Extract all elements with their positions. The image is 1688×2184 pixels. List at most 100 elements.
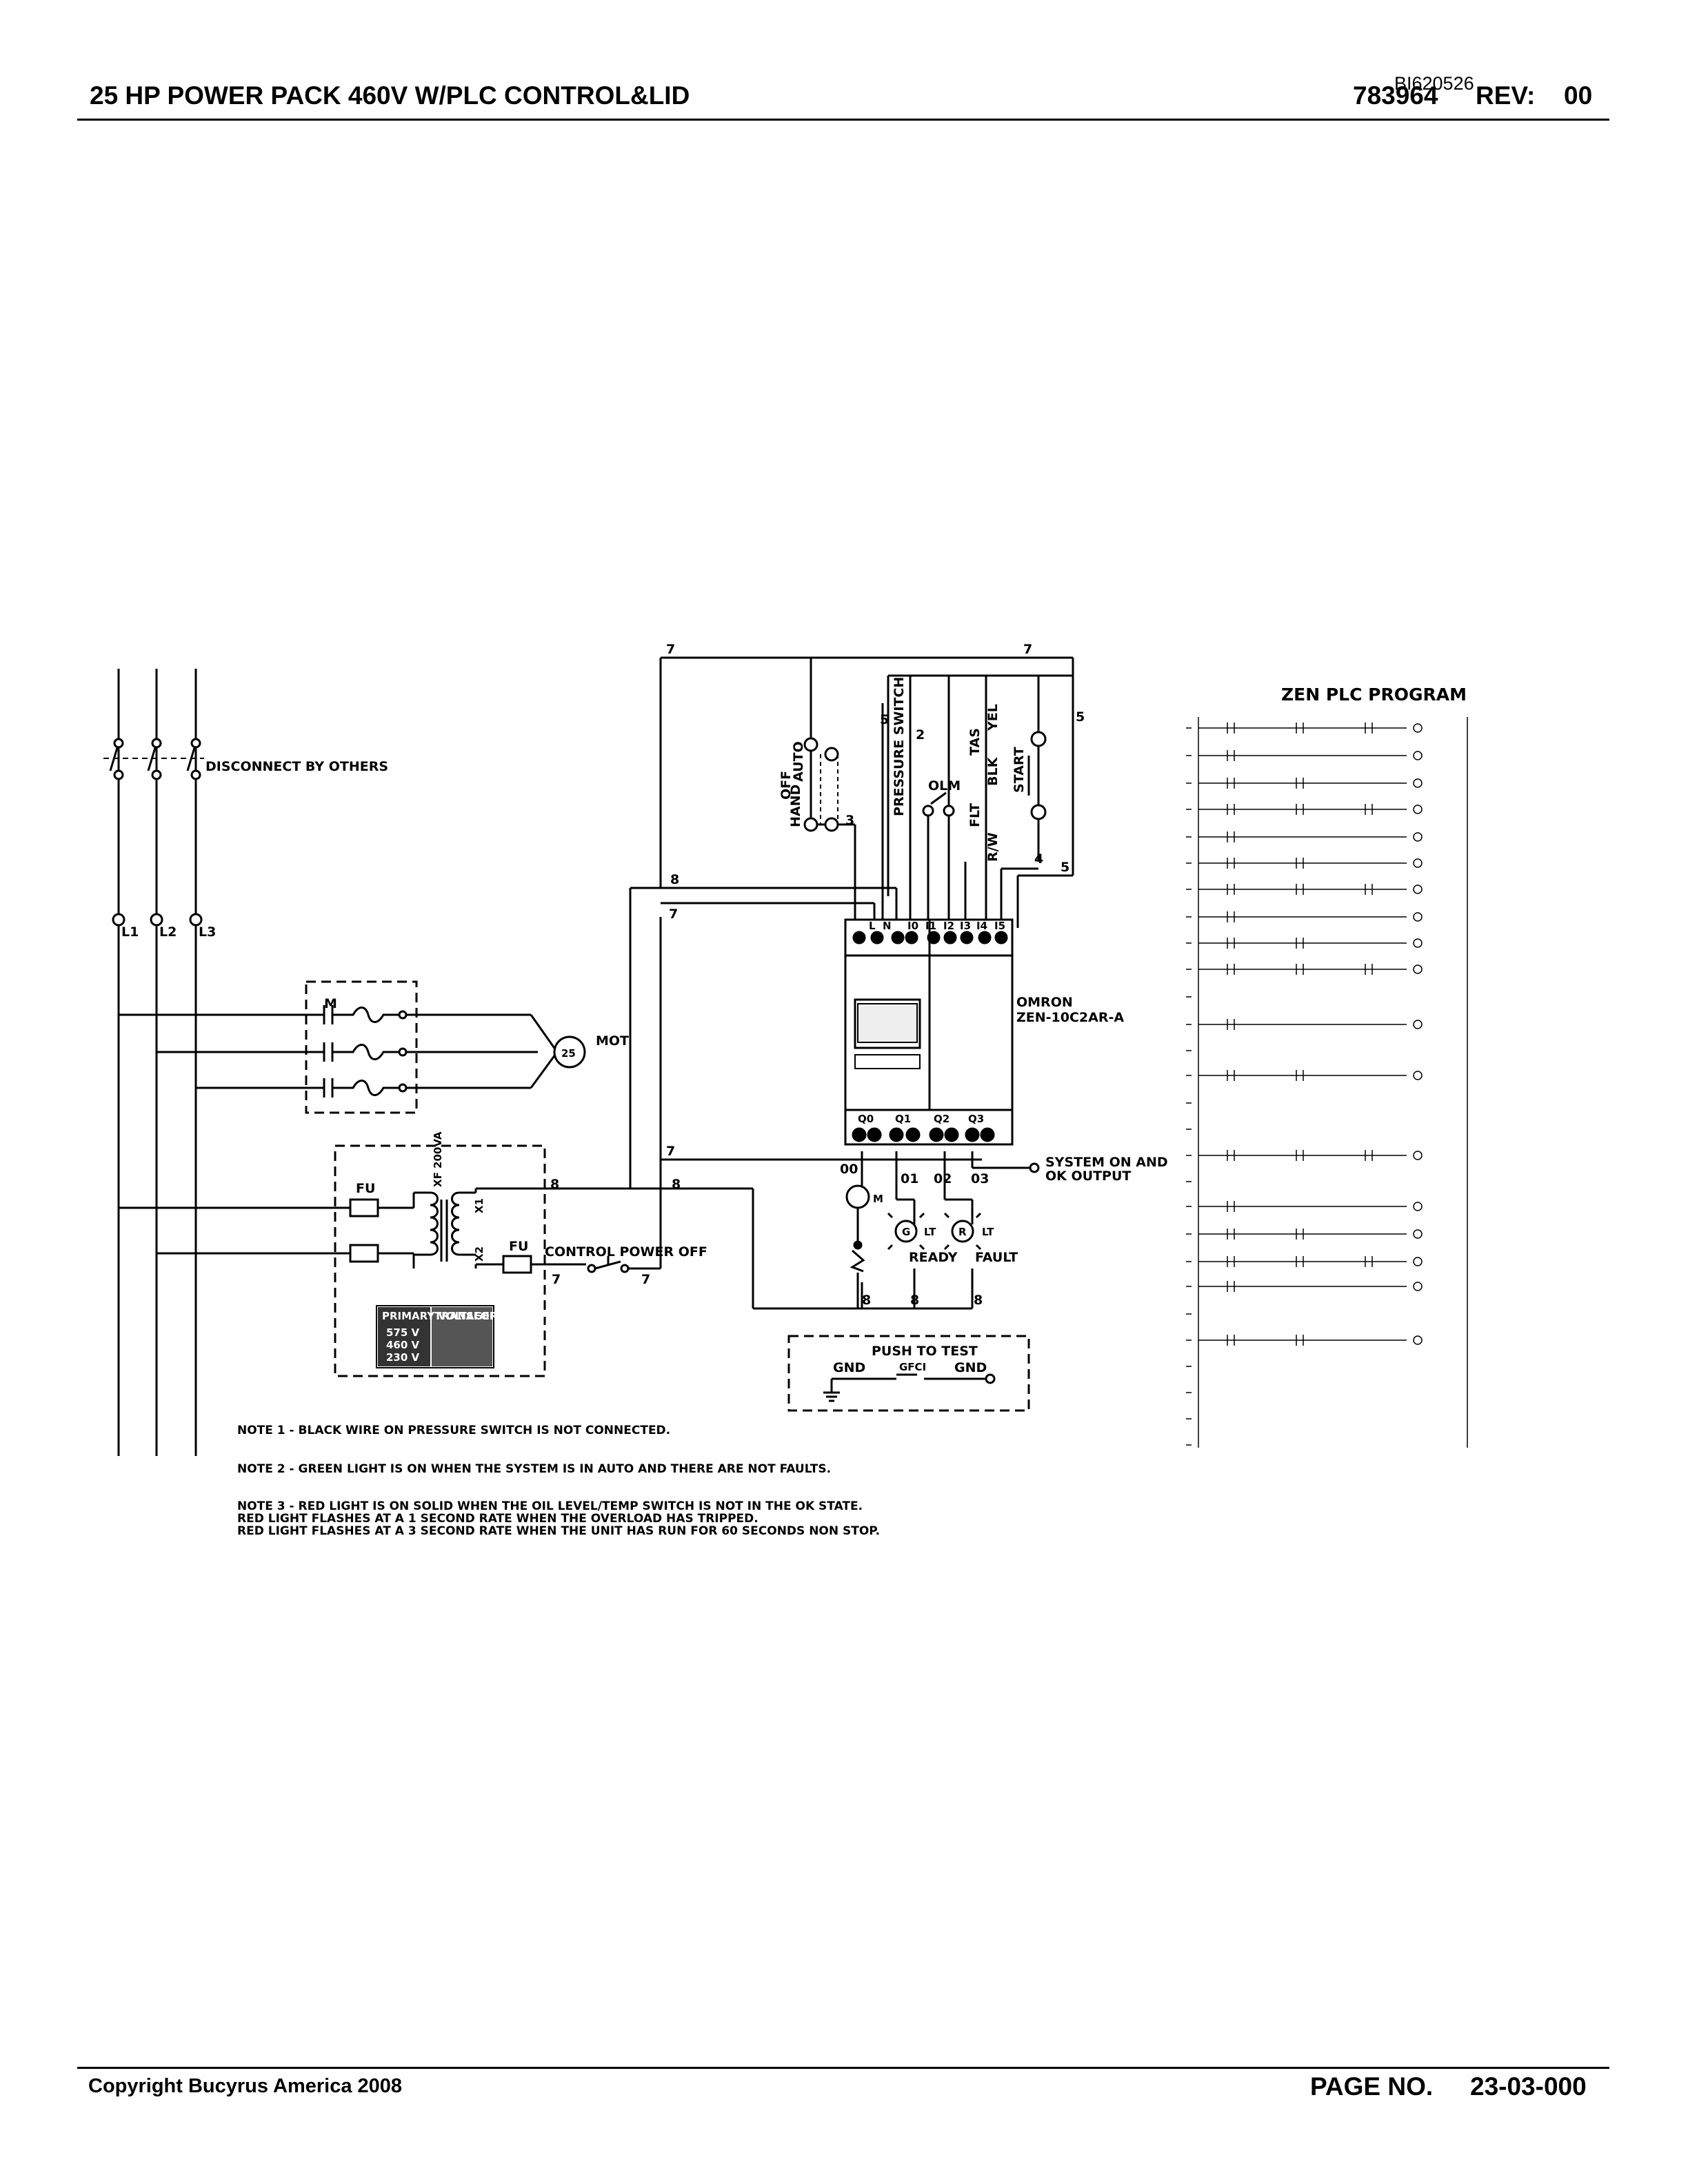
plc-terminal-i0: I0 — [907, 920, 918, 932]
wire-number-7-c: 7 — [669, 907, 678, 922]
page-number: 23-03-000 — [1470, 2072, 1587, 2101]
gfci-push-label: PUSH TO TEST — [872, 1344, 978, 1359]
system-output-terminal — [1029, 1162, 1040, 1173]
plc-terminal-n: N — [883, 920, 892, 932]
control-power-switch — [587, 917, 662, 1273]
hoa-off-label: OFF — [778, 771, 794, 800]
note-1: NOTE 1 - BLACK WIRE ON PRESSURE SWITCH I… — [237, 1424, 670, 1437]
flt-label: FLT — [967, 803, 983, 827]
ladder-coil — [1413, 1335, 1423, 1345]
olm-label: OLM — [928, 778, 961, 793]
plc-model-brand: OMRON — [1016, 995, 1073, 1010]
ladder-coil — [1413, 912, 1423, 922]
motor-starter-contacts — [119, 1005, 559, 1098]
control-transformer — [119, 1187, 630, 1274]
ready-light-icon — [887, 1212, 925, 1251]
wire-number-5-c: 5 — [1061, 860, 1069, 875]
note-3: NOTE 3 - RED LIGHT IS ON SOLID WHEN THE … — [237, 1499, 863, 1513]
olm-switch — [922, 791, 955, 817]
wire-number-5-b: 5 — [1076, 709, 1085, 725]
gfci-gnd-left: GND — [833, 1360, 865, 1375]
voltage-row-3: 230 V — [386, 1351, 420, 1364]
gfci-gnd-right: GND — [954, 1360, 987, 1375]
start-pushbutton — [1027, 731, 1047, 820]
ladder-coil — [1413, 1282, 1423, 1291]
x1-label: X1 — [473, 1198, 485, 1213]
footer-rule — [77, 2067, 1609, 2069]
wire-number-8-b: 8 — [672, 1177, 681, 1192]
fault-light-icon — [943, 1212, 982, 1251]
ladder-coil — [1413, 1229, 1423, 1239]
tas-label: TAS — [967, 728, 983, 756]
rw-label: R/W — [985, 832, 1001, 862]
ladder-coil — [1413, 1151, 1423, 1160]
ladder-coil — [1413, 1071, 1423, 1080]
ladder-coil — [1413, 778, 1423, 788]
wire-number-8-d: 8 — [862, 1293, 871, 1308]
fault-label: FAULT — [975, 1250, 1018, 1265]
ladder-coil — [1413, 858, 1423, 868]
plc-model-number: ZEN-10C2AR-A — [1016, 1010, 1124, 1025]
ladder-coil — [1413, 1202, 1423, 1211]
x2-label: X2 — [473, 1246, 485, 1262]
hand-off-auto-switch — [803, 737, 839, 832]
disconnect-switch — [103, 738, 204, 780]
plc-ladder-diagram — [1186, 717, 1468, 1448]
plc-terminal-i4: I4 — [976, 920, 987, 932]
wire-number-7-e: 7 — [552, 1272, 561, 1287]
ready-light-letter: G — [902, 1226, 910, 1238]
copyright: Copyright Bucyrus America 2008 — [88, 2075, 403, 2097]
plc-terminal-i5: I5 — [994, 920, 1005, 932]
revision-value: 00 — [1564, 81, 1593, 110]
wire-number-7-a: 7 — [666, 642, 675, 657]
plc-terminal-i1: I1 — [925, 920, 936, 932]
phase-label-l1: L1 — [121, 924, 139, 940]
blk-label: BLK — [985, 756, 1001, 786]
ladder-coil — [1413, 938, 1423, 948]
motor-label: MOT — [596, 1033, 629, 1049]
gfci-label: GFCI — [899, 1361, 926, 1373]
reference-number: BI620526 — [1394, 73, 1474, 94]
disconnect-label: DISCONNECT BY OTHERS — [205, 759, 388, 774]
wire-number-8-c: 8 — [550, 1177, 559, 1192]
plc-module — [844, 918, 1014, 1146]
motor-coil-label: M — [873, 1193, 883, 1205]
ladder-coil — [1413, 832, 1423, 842]
plc-terminal-i2: I2 — [943, 920, 954, 932]
wire-number-3: 3 — [845, 813, 854, 828]
wire-number-03: 03 — [971, 1171, 989, 1186]
overload-contact — [850, 1208, 865, 1308]
phase-terminals — [112, 913, 203, 927]
ladder-coil — [1413, 1257, 1423, 1266]
voltage-table-title: PRIMARY VOLTAGE — [382, 1310, 490, 1322]
system-output-label-2: OK OUTPUT — [1045, 1169, 1131, 1184]
wire-number-8-f: 8 — [974, 1293, 983, 1308]
wire-number-7-b: 7 — [1023, 642, 1032, 657]
plc-program-title: ZEN PLC PROGRAM — [1281, 685, 1467, 705]
plc-output-q0: Q0 — [858, 1113, 874, 1125]
phase-label-l2: L2 — [159, 924, 177, 940]
fault-light-lt: LT — [982, 1226, 994, 1238]
document-number: 783964 — [1353, 81, 1438, 110]
gfci-enclosure — [787, 1335, 1030, 1412]
hoa-hand-label: HAND — [788, 785, 803, 827]
yel-label: YEL — [985, 704, 1001, 731]
wire-number-2: 2 — [916, 727, 925, 742]
voltage-table-tap: TRANSFORMER TAP CONNECTION — [434, 1310, 628, 1322]
ladder-coil — [1413, 1020, 1423, 1029]
transformer-enclosure — [334, 1144, 546, 1377]
note-2: NOTE 2 - GREEN LIGHT IS ON WHEN THE SYST… — [237, 1462, 831, 1476]
control-power-label: CONTROL POWER OFF — [545, 1244, 707, 1260]
gfci-circuit — [823, 1373, 996, 1402]
header-rule — [77, 119, 1609, 121]
starter-enclosure — [305, 980, 418, 1114]
plc-terminal-l: L — [869, 920, 876, 932]
ladder-coil — [1413, 964, 1423, 974]
phase-label-l3: L3 — [199, 924, 216, 940]
motor-icon — [553, 1035, 586, 1069]
fuse-label-secondary: FU — [509, 1239, 528, 1254]
wire-number-5-a: 5 — [880, 712, 889, 727]
plc-terminal-i3: I3 — [960, 920, 971, 932]
wire-number-01: 01 — [901, 1171, 918, 1186]
